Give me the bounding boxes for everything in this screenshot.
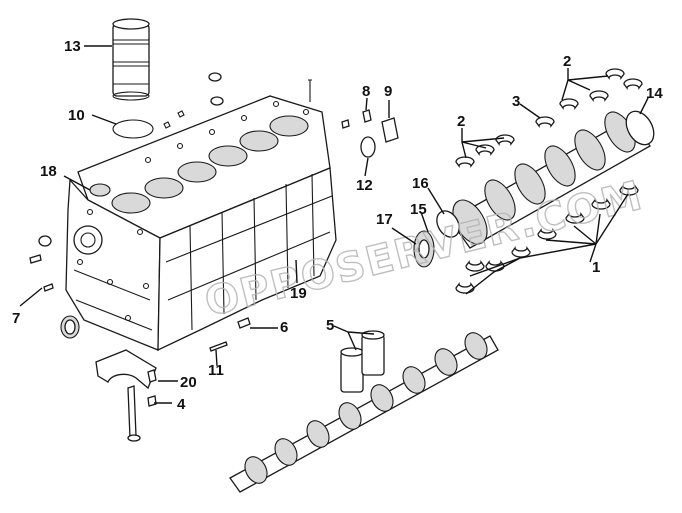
callout-4: 4 bbox=[177, 396, 186, 413]
callout-6: 6 bbox=[280, 319, 288, 336]
crankshaft bbox=[436, 110, 655, 249]
callout-16: 16 bbox=[412, 175, 429, 192]
callout-labels: 13 10 18 7 8 9 12 19 6 11 20 4 5 2 2 3 1… bbox=[12, 38, 663, 413]
callout-8: 8 bbox=[362, 83, 370, 100]
callout-2-lower: 2 bbox=[457, 113, 465, 130]
crankshaft-gear bbox=[413, 230, 435, 268]
front-plugs bbox=[29, 235, 80, 339]
tappets bbox=[340, 330, 385, 393]
callout-18: 18 bbox=[40, 163, 57, 180]
callout-13: 13 bbox=[64, 38, 81, 55]
liner-seal-ring bbox=[112, 119, 154, 139]
dowel-pins bbox=[209, 317, 251, 352]
callout-11: 11 bbox=[208, 362, 224, 379]
cover-plate-assembly bbox=[341, 109, 399, 158]
callout-14: 14 bbox=[646, 85, 663, 102]
callout-12: 12 bbox=[356, 177, 373, 194]
callout-9: 9 bbox=[384, 83, 392, 100]
camshaft bbox=[229, 332, 499, 493]
block-plugs bbox=[163, 72, 312, 129]
callout-15: 15 bbox=[410, 201, 427, 218]
callout-3: 3 bbox=[512, 93, 520, 110]
callout-5: 5 bbox=[326, 317, 334, 334]
callout-17: 17 bbox=[376, 211, 393, 228]
callout-1: 1 bbox=[592, 259, 600, 276]
callout-20: 20 bbox=[180, 374, 197, 391]
cylinder-liner bbox=[112, 18, 150, 101]
callout-2-upper: 2 bbox=[563, 53, 571, 70]
callout-10: 10 bbox=[68, 107, 85, 124]
main-bearing-cap bbox=[95, 349, 157, 442]
cylinder-block bbox=[65, 95, 337, 352]
leader-lines bbox=[19, 45, 649, 404]
callout-19: 19 bbox=[290, 285, 307, 302]
callout-7: 7 bbox=[12, 310, 20, 327]
